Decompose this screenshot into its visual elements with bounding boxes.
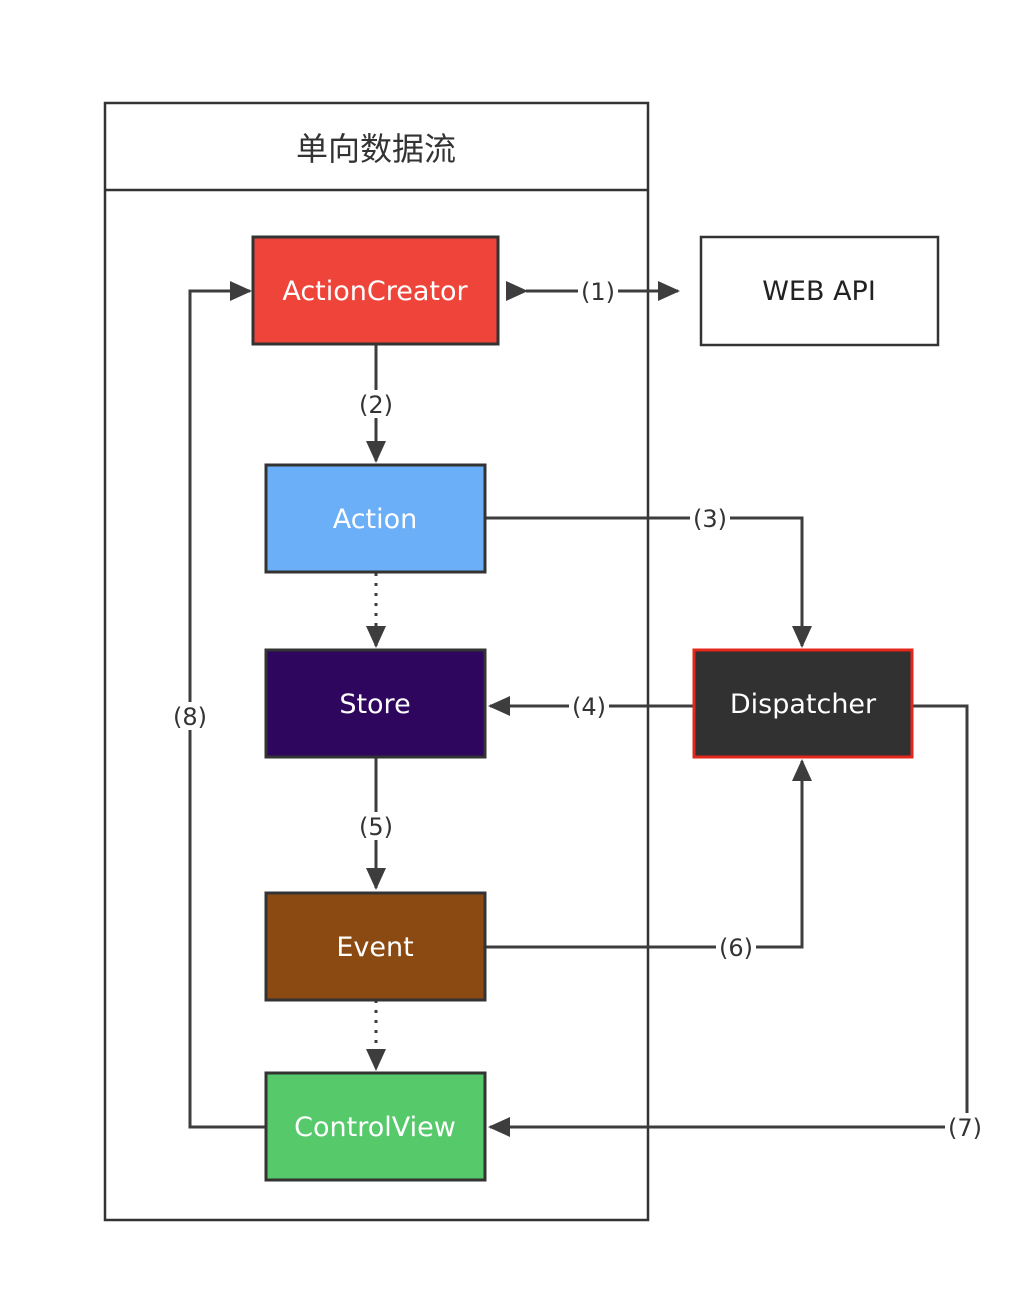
node-control-view[interactable]: ControlView <box>264 1071 487 1182</box>
edge-label-4: (4) <box>572 693 606 721</box>
node-action-label: Action <box>333 504 418 535</box>
node-store-box[interactable] <box>264 648 487 759</box>
node-control-view-box[interactable] <box>264 1071 487 1182</box>
edge-6 <box>486 759 812 949</box>
node-dispatcher-label: Dispatcher <box>730 689 877 720</box>
container-title: 单向数据流 <box>296 130 456 168</box>
node-action-creator[interactable]: ActionCreator <box>251 235 500 346</box>
edge-label-2: (2) <box>359 391 393 419</box>
node-action[interactable]: Action <box>264 463 487 574</box>
node-dispatcher[interactable]: Dispatcher <box>692 648 914 759</box>
node-store-label: Store <box>339 689 410 720</box>
edge-label-6: (6) <box>719 934 753 962</box>
node-action-box[interactable] <box>264 463 487 574</box>
edge-label-7: (7) <box>948 1114 982 1142</box>
nodes: ActionCreator WEB API Action Store Dispa… <box>251 235 940 1182</box>
node-store[interactable]: Store <box>264 648 487 759</box>
edge-labels: (1) (2) (3) (4) (5) (6) (7) (8) <box>170 277 985 1142</box>
node-web-api-label: WEB API <box>762 276 876 307</box>
edge-3 <box>486 516 812 648</box>
edge-label-3: (3) <box>693 505 727 533</box>
edge-label-8: (8) <box>173 703 207 731</box>
edge-label-1: (1) <box>581 278 615 306</box>
node-action-creator-label: ActionCreator <box>282 276 468 307</box>
node-web-api[interactable]: WEB API <box>699 235 940 347</box>
node-event-box[interactable] <box>264 891 487 1002</box>
node-event-label: Event <box>336 932 413 963</box>
edge-7 <box>488 704 969 1137</box>
node-web-api-box[interactable] <box>699 235 940 347</box>
node-control-view-label: ControlView <box>294 1112 456 1143</box>
node-dispatcher-box[interactable] <box>692 648 914 759</box>
edge-label-5: (5) <box>359 813 393 841</box>
node-event[interactable]: Event <box>264 891 487 1002</box>
node-action-creator-box[interactable] <box>251 235 500 346</box>
